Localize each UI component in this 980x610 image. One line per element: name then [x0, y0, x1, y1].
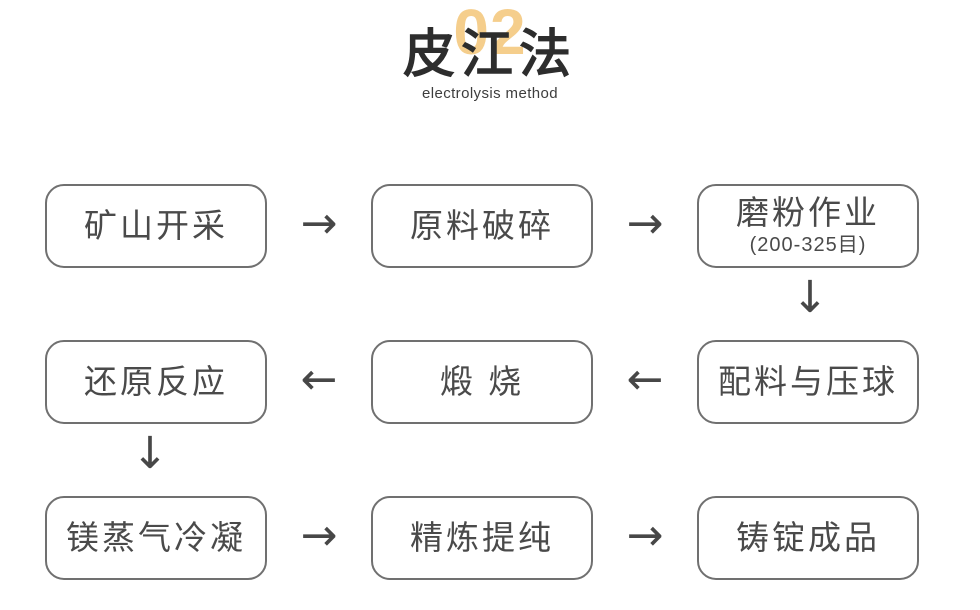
flow-box-reduction: 还原反应 — [45, 340, 267, 424]
flow-box-crushing: 原料破碎 — [371, 184, 593, 268]
title-block: 02 皮江法 electrolysis method — [0, 0, 980, 102]
flow-box-label: 还原反应 — [84, 362, 228, 400]
page-subtitle: electrolysis method — [422, 84, 558, 102]
flow-box-label: 煅 烧 — [439, 362, 525, 400]
flow-box-refining: 精炼提纯 — [371, 496, 593, 580]
flow-box-mining: 矿山开采 — [45, 184, 267, 268]
flow-box-milling: 磨粉作业 (200-325目) — [697, 184, 919, 268]
flow-box-label: 原料破碎 — [410, 206, 554, 244]
flow-box-briquetting: 配料与压球 — [697, 340, 919, 424]
flow-box-label: 配料与压球 — [718, 362, 898, 400]
arrow-right-icon: → — [626, 510, 664, 561]
flow-box-sublabel: (200-325目) — [749, 234, 867, 257]
arrow-right-icon: → — [300, 510, 338, 561]
flow-box-condensation: 镁蒸气冷凝 — [45, 496, 267, 580]
flow-box-ingot: 铸锭成品 — [697, 496, 919, 580]
flow-box-label: 磨粉作业 — [736, 193, 880, 231]
page-title: 皮江法 — [402, 26, 577, 84]
flow-box-label: 矿山开采 — [84, 206, 228, 244]
arrow-down-icon: ↓ — [791, 272, 829, 323]
section-number: 02 — [453, 0, 527, 68]
arrow-down-icon: ↓ — [131, 428, 169, 479]
flow-box-label: 铸锭成品 — [736, 518, 880, 556]
arrow-left-icon: ← — [300, 354, 338, 405]
arrow-left-icon: ← — [626, 354, 664, 405]
arrow-right-icon: → — [300, 198, 338, 249]
flow-box-calcination: 煅 烧 — [371, 340, 593, 424]
flow-box-label: 镁蒸气冷凝 — [66, 518, 246, 556]
flow-box-label: 精炼提纯 — [410, 518, 554, 556]
arrow-right-icon: → — [626, 198, 664, 249]
